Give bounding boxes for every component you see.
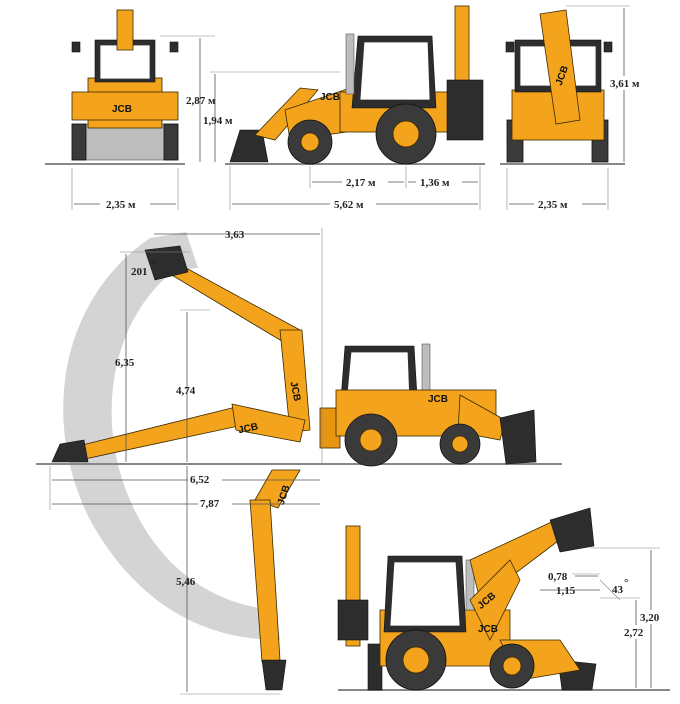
- body-brand-text: JCB: [428, 394, 448, 405]
- bucket-angle-label: 201: [131, 266, 148, 278]
- side-brand-text: JCB: [320, 92, 340, 103]
- height-mid-label: 1,94 м: [203, 115, 233, 127]
- height-dimensions: 2,87 м 1,94 м: [160, 35, 340, 162]
- loader-dimensions: 3,20 2,72 0,78 1,15 43 °: [540, 547, 666, 688]
- front-view: JCB: [45, 9, 185, 165]
- load-height-label: 4,74: [176, 385, 196, 397]
- height-total-label: 3,61 м: [610, 78, 640, 90]
- reach-ground-label: 6,52: [190, 474, 210, 486]
- height-cab-label: 2,87 м: [186, 95, 216, 107]
- rear-overhang-label: 1,36 м: [420, 177, 450, 189]
- rear-view: JCB: [500, 9, 625, 165]
- svg-text:°: °: [151, 259, 155, 271]
- length-label: 5,62 м: [334, 199, 364, 211]
- reach-dimensions: 3,63 201 ° 6,35 4,74 6,52 7,87 5,46: [49, 228, 323, 695]
- dig-depth-label: 5,46: [176, 576, 196, 588]
- rear-dimensions: 3,61 м 2,35 м: [506, 5, 648, 211]
- side-view: JCB: [225, 5, 485, 165]
- front-brand-text: JCB: [112, 104, 132, 115]
- reach-top-label: 3,63: [225, 229, 245, 241]
- wheelbase-label: 2,17 м: [346, 177, 376, 189]
- loader-height-max-label: 3,20: [640, 612, 660, 624]
- reach-envelope: [63, 238, 280, 640]
- loader-small2-label: 1,15: [556, 585, 576, 597]
- boom-brand-text: JCB: [287, 381, 302, 403]
- rear-width-label: 2,35 м: [538, 199, 568, 211]
- loader-small1-label: 0,78: [548, 571, 568, 583]
- max-reach-label: 7,87: [200, 498, 220, 510]
- side-dimensions: 2,17 м 1,36 м 5,62 м: [229, 166, 481, 211]
- loader-height-dump-label: 2,72: [624, 627, 644, 639]
- dump-angle-label: 43: [612, 584, 624, 596]
- reach-diagram: JCB JCB JCB JCB: [36, 232, 562, 691]
- max-height-label: 6,35: [115, 357, 135, 369]
- loader-body-brand-text: JCB: [478, 624, 498, 635]
- dipper-brand-text: JCB: [237, 421, 259, 436]
- front-width-dimension: 2,35 м: [71, 168, 179, 211]
- loader-view: JCB JCB: [337, 507, 670, 691]
- svg-text:°: °: [624, 577, 628, 589]
- front-width-label: 2,35 м: [106, 199, 136, 211]
